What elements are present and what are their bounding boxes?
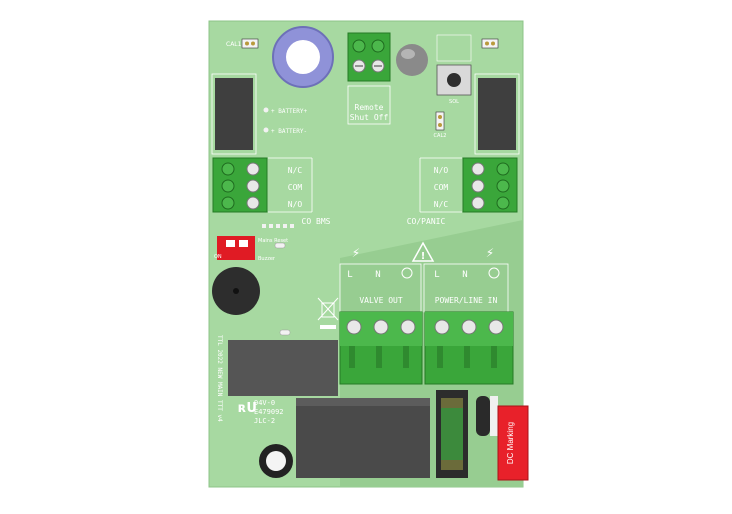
relay-small-top [228,340,338,396]
right-com-label: COM [434,183,449,192]
dc-marking-component [497,405,529,481]
power-line-in-label: POWER/LINE IN [435,296,498,305]
cal2-label: CAL2 [434,133,447,139]
valve-l-label: L [347,270,352,280]
shut-off-label: Shut Off [350,113,389,122]
main-relay [296,398,430,478]
cal1-label: CAL1 [226,41,242,48]
left-nc-label: N/C [288,166,303,175]
lightning-right-icon: ⚡ [486,246,494,260]
pad-row [262,224,294,228]
power-n-label: N [462,270,467,280]
valve-earth-icon [401,267,413,279]
battery-minus-label: + BATTERY- [271,128,307,135]
lightning-left-icon: ⚡ [352,246,360,260]
cal1-header [241,38,259,49]
warning-triangle-icon [411,241,435,262]
right-nc-label: N/C [434,200,449,209]
co-panic-label: CO/PANIC [407,217,446,226]
power-earth-icon [488,267,500,279]
svg-text:!: ! [421,251,426,262]
relay-right [478,78,516,150]
jlc-label: JLC-2 [254,417,275,425]
side-text: TTL 2022 NEW MAIN TTT v4 [216,335,223,422]
cal-header-right [481,38,499,49]
dip-switch [217,236,255,260]
rating-label: 94V-0 [254,399,275,407]
relay-left [215,78,253,150]
dip-on-label: ON [214,254,222,260]
ul-logo-icon: ʀU [238,401,257,416]
battery-plus-label: + BATTERY+ [271,108,308,115]
ul-number-label: E479092 [254,408,284,416]
buzzer-label: Buzzer [258,256,276,262]
remote-label: Remote [355,103,384,112]
left-no-label: N/O [288,200,303,209]
remote-terminal [347,32,391,82]
valve-n-label: N [375,270,380,280]
left-com-label: COM [288,183,303,192]
dc-marking-label: DC Marking [506,422,515,464]
valve-out-label: VALVE OUT [359,296,403,305]
co-bms-label: CO BMS [302,217,331,226]
cal2-header [435,111,445,131]
sol-label: SOL [449,99,459,105]
power-l-label: L [434,270,439,280]
weee-bin-icon [317,297,339,321]
right-no-label: N/O [434,166,449,175]
mains-reset-label: Mains Reset [258,238,288,244]
gray-capacitor [396,44,428,76]
varistor [476,396,490,436]
